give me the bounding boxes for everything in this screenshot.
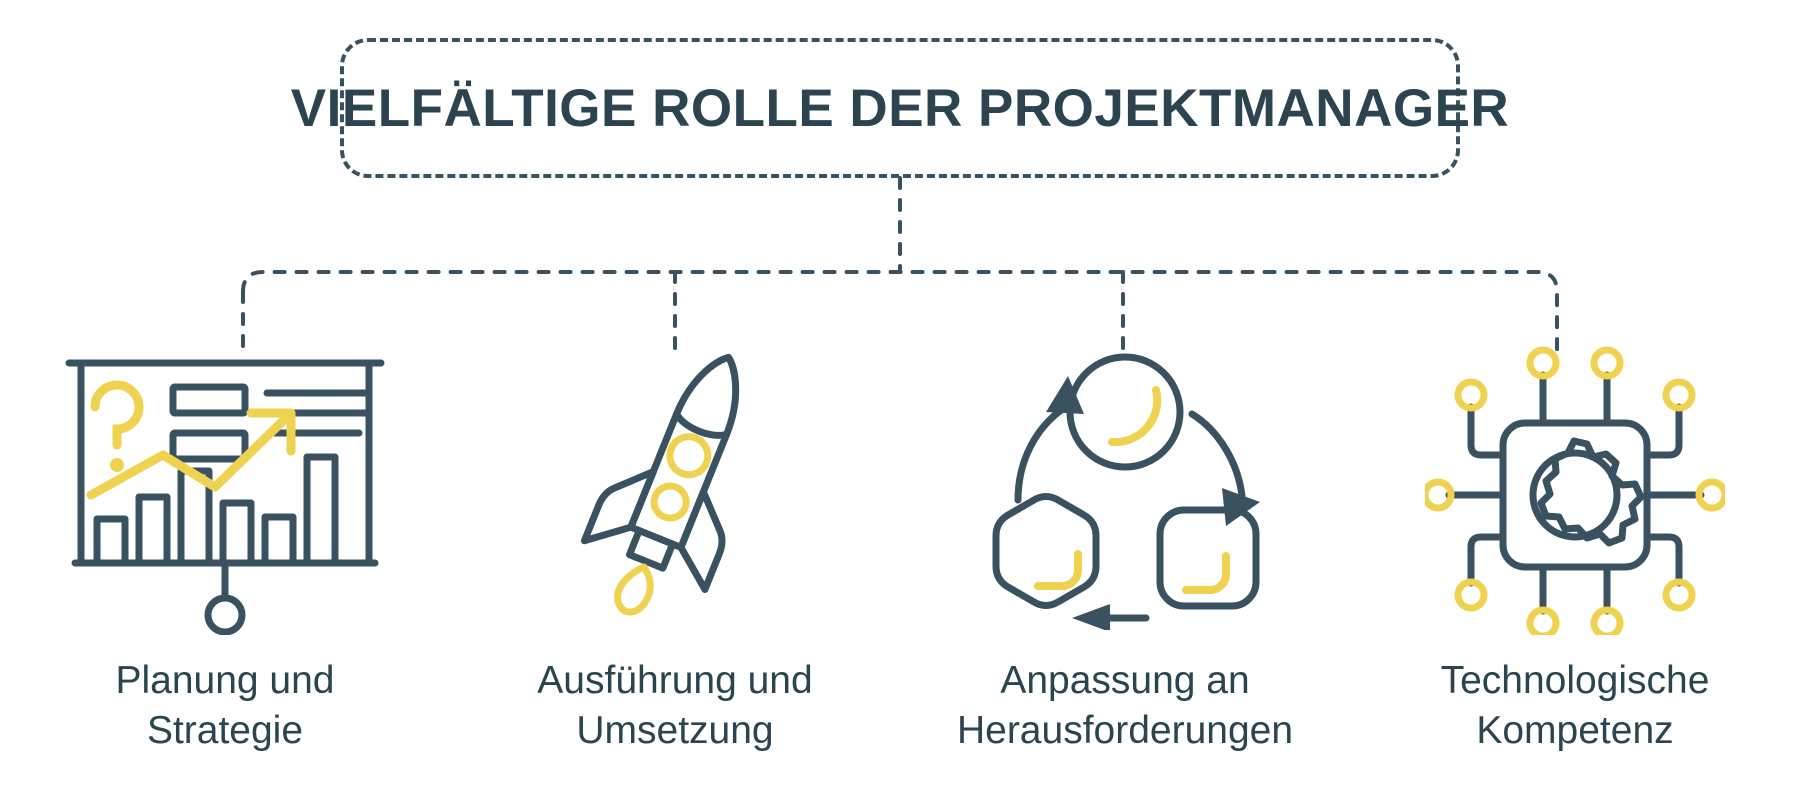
node-mid-left — [1425, 478, 1455, 512]
rocket-flame — [614, 563, 654, 616]
rocket-window-upper — [666, 433, 712, 479]
branch-columns: Planung und Strategie — [0, 340, 1800, 755]
rocket-icon — [580, 353, 740, 616]
node-upper-right — [1662, 378, 1696, 412]
rocket-window-lower — [650, 482, 690, 522]
page-title: VIELFÄLTIGE ROLLE DER PROJEKTMANAGER — [290, 78, 1510, 138]
icon-wrap-planning — [55, 340, 395, 640]
arrowhead-left — [1072, 604, 1110, 630]
node-top-left — [1526, 346, 1560, 380]
caption-execution: Ausführung und Umsetzung — [537, 659, 813, 752]
node-upper-left — [1454, 378, 1488, 412]
caption-planning: Planung und Strategie — [115, 659, 335, 752]
question-mark-dot — [110, 458, 124, 472]
icon-wrap-adaptation — [960, 340, 1290, 640]
icon-wrap-technology — [1425, 340, 1725, 640]
node-bottom-left — [1526, 606, 1560, 635]
branch-technology: Technologische Kompetenz — [1350, 340, 1800, 755]
node-bottom-right — [1590, 606, 1624, 635]
presentation-chart-icon — [65, 359, 385, 635]
icon-wrap-execution — [560, 340, 790, 640]
arrowhead-right — [1222, 488, 1260, 526]
title-box: VIELFÄLTIGE ROLLE DER PROJEKTMANAGER — [291, 38, 1509, 178]
circle-accent — [1108, 386, 1162, 447]
square-accent — [1182, 552, 1231, 594]
hexagon-accent — [1034, 550, 1083, 590]
caption-adaptation: Anpassung an Herausforderungen — [956, 659, 1294, 752]
node-lower-right — [1662, 578, 1696, 612]
node-mid-right — [1695, 478, 1725, 512]
arrow-right-path — [1188, 410, 1246, 500]
node-lower-left — [1454, 578, 1488, 612]
cycle-arrows-icon — [992, 353, 1260, 630]
arrowhead-up — [1046, 376, 1084, 414]
branch-planning: Planung und Strategie — [0, 340, 450, 755]
branch-adaptation: Anpassung an Herausforderungen — [900, 340, 1350, 755]
microchip-gear-icon — [1425, 346, 1725, 635]
arrow-left-path — [1014, 404, 1068, 504]
branch-execution: Ausführung und Umsetzung — [450, 340, 900, 755]
node-top-right — [1590, 346, 1624, 380]
caption-technology: Technologische Kompetenz — [1440, 659, 1710, 752]
